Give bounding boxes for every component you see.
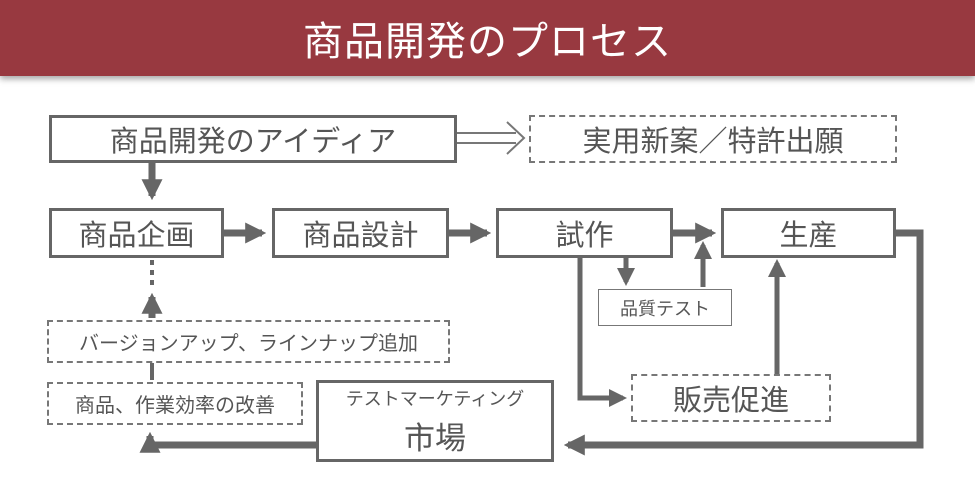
design-box: 商品設計 — [272, 208, 449, 258]
version-up-label: バージョンアップ、ラインナップ追加 — [79, 331, 418, 355]
sales-promo-label: 販売促進 — [672, 383, 789, 417]
prototype-to-salespromo-arrow — [577, 258, 628, 408]
production-box: 生産 — [721, 208, 896, 258]
market-box: テストマーケティング 市場 — [316, 380, 554, 462]
production-label: 生産 — [779, 218, 838, 252]
idea-label: 商品開発のアイディア — [109, 124, 397, 158]
test-marketing-label: テストマーケティング — [345, 388, 525, 410]
production-to-market-arrow — [563, 229, 924, 456]
quality-test-label: 品質テスト — [620, 298, 710, 320]
sales-promo-box: 販売促進 — [631, 374, 831, 422]
patent-label: 実用新案／特許出願 — [582, 124, 844, 158]
planning-label: 商品企画 — [78, 218, 195, 252]
idea-box: 商品開発のアイディア — [49, 115, 457, 163]
idea-to-patent-arrow — [457, 121, 526, 155]
improvement-box: 商品、作業効率の改善 — [47, 382, 303, 425]
prototype-box: 試作 — [496, 208, 673, 258]
planning-box: 商品企画 — [49, 208, 224, 258]
version-up-box: バージョンアップ、ラインナップ追加 — [47, 320, 450, 363]
patent-box: 実用新案／特許出願 — [529, 115, 897, 163]
quality-test-box: 品質テスト — [598, 289, 732, 326]
design-label: 商品設計 — [302, 218, 419, 252]
improvement-label: 商品、作業効率の改善 — [75, 393, 275, 417]
prototype-label: 試作 — [555, 218, 614, 252]
market-label: 市場 — [404, 420, 466, 457]
market-to-improvement-arrow — [139, 431, 316, 453]
page-title: 商品開発のプロセス — [0, 0, 975, 76]
